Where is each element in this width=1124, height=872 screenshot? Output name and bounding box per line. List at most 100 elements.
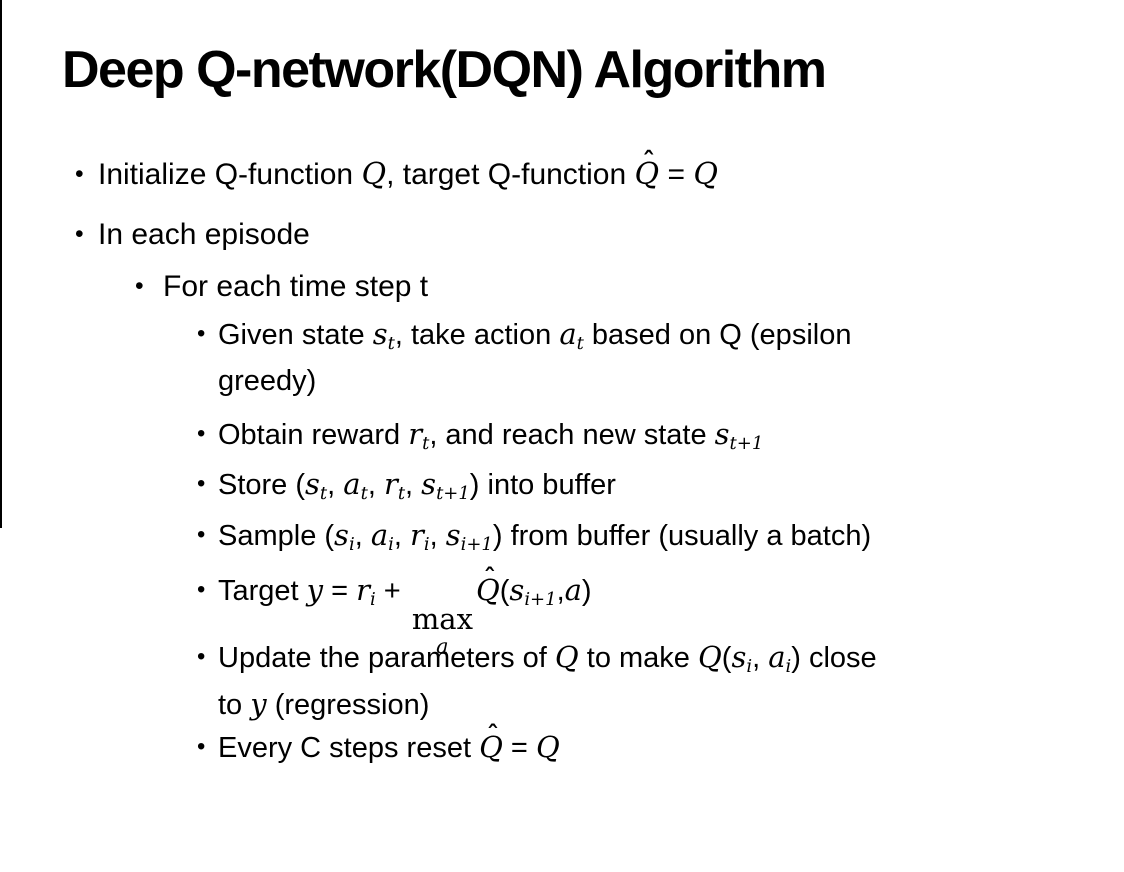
math-subscript: i+1: [460, 534, 493, 556]
slide-title: Deep Q-network(DQN) Algorithm: [62, 41, 827, 99]
bullet-text: , take action: [394, 319, 560, 351]
bullet-text: , and reach new state: [429, 419, 715, 451]
left-edge-line: [0, 0, 2, 528]
bullet-marker: •: [75, 161, 84, 188]
bullet-content: For each time step t: [163, 264, 428, 310]
math-subscript: t: [387, 333, 395, 355]
bullet-text: Store (: [218, 469, 306, 501]
math-var-sub: ri: [409, 518, 430, 556]
bullet-text: ,: [393, 520, 410, 552]
bullet-text: ,: [429, 520, 446, 552]
bullet-content: Sample (si, ai, ri, si+1) from buffer (u…: [218, 512, 871, 559]
bullet-content: In each episode: [98, 212, 310, 258]
math-subscript: t: [397, 483, 406, 505]
max-label: max: [411, 602, 473, 636]
bullet-text: (: [499, 575, 510, 607]
bullet-text: ,: [405, 469, 422, 501]
math-subscript: i: [388, 534, 394, 556]
math-subscript: i: [785, 656, 792, 678]
hat-mark: ˆ: [483, 563, 496, 593]
bullet-text: , target Q-function: [386, 158, 635, 191]
bullet-text: ,: [354, 520, 371, 552]
bullet-text: Target: [218, 575, 307, 607]
math-var-sub: rt: [408, 417, 430, 455]
bullet-item: •Initialize Q-function Q, target Q-funct…: [75, 146, 718, 198]
math-var-sub: ai: [370, 518, 394, 556]
bullet-text: ,: [367, 469, 384, 501]
math-var: a: [564, 573, 582, 607]
bullet-text: ) close: [791, 642, 877, 674]
math-var-sub: st+1: [714, 417, 764, 455]
bullet-text: to: [218, 689, 251, 721]
bullet-item: •Store (st, at, rt, st+1) into buffer: [197, 461, 616, 508]
bullet-text: (regression): [266, 689, 430, 721]
math-var-sub: si+1: [509, 573, 557, 611]
bullet-item: • Obtain reward rt, and reach new state s…: [197, 411, 763, 458]
math-var-sub: st: [305, 467, 328, 505]
math-var: y: [306, 573, 324, 607]
math-var: y: [250, 687, 267, 721]
bullet-marker: •: [197, 420, 206, 447]
math-var-sub: si: [334, 518, 355, 556]
bullet-text: =: [502, 732, 536, 764]
hat-mark: ˆ: [486, 720, 500, 750]
math-subscript: t: [319, 483, 328, 505]
bullet-content: Initialize Q-function Q, target Q-functi…: [98, 146, 718, 198]
bullet-text: Given state: [218, 319, 373, 351]
bullet-marker: •: [197, 521, 206, 548]
bullet-marker: •: [197, 576, 206, 603]
bullet-text: Update the parameters of: [218, 642, 555, 674]
math-var-sub: ri: [356, 573, 376, 611]
bullet-text: based on Q (epsilon: [583, 319, 852, 351]
bullet-content: Obtain reward rt, and reach new state st…: [218, 411, 763, 458]
math-subscript: i: [423, 534, 430, 556]
math-var-sub: si: [731, 640, 753, 678]
math-subscript: t: [360, 483, 368, 505]
math-var: Q: [361, 157, 387, 192]
math-var-sub: st+1: [421, 467, 470, 505]
bullet-text: ) from buffer (usually a batch): [492, 520, 872, 552]
math-var: Q: [697, 640, 722, 674]
bullet-text: =: [323, 575, 357, 607]
math-subscript: t+1: [436, 483, 470, 505]
math-var: Q: [535, 730, 560, 764]
bullet-text: In each episode: [98, 218, 310, 251]
bullet-text: ): [581, 575, 592, 607]
bullet-text: ,: [556, 575, 565, 607]
bullet-text: ) into buffer: [469, 469, 616, 501]
bullet-text: Sample (: [218, 520, 335, 552]
math-subscript: i: [370, 589, 376, 611]
math-var-sub: si+1: [445, 518, 493, 556]
math-var-sub: rt: [383, 467, 406, 505]
math-var-sub: ai: [768, 640, 792, 678]
bullet-text: ,: [327, 469, 344, 501]
math-var-sub: at: [343, 467, 368, 505]
math-var: Q: [693, 157, 718, 192]
bullet-content: Given state st, take action at based on …: [218, 311, 851, 404]
bullet-marker: •: [135, 273, 144, 300]
bullet-item: •Given state st, take action at based on…: [197, 311, 851, 404]
bullet-text: +: [375, 575, 409, 607]
bullet-marker: •: [197, 643, 206, 670]
bullet-content: Store (st, at, rt, st+1) into buffer: [218, 461, 616, 508]
bullet-item: •In each episode: [75, 212, 310, 258]
bullet-marker: •: [197, 733, 206, 760]
hat-mark: ˆ: [642, 146, 656, 177]
math-subscript: i+1: [524, 589, 557, 611]
math-subscript: i: [348, 534, 355, 556]
math-var-sub: at: [559, 317, 584, 355]
math-subscript: t: [422, 433, 430, 455]
math-subscript: i: [746, 656, 753, 678]
bullet-text: =: [659, 158, 694, 191]
bullet-marker: •: [197, 320, 206, 347]
bullet-text: Initialize Q-function: [98, 158, 362, 191]
